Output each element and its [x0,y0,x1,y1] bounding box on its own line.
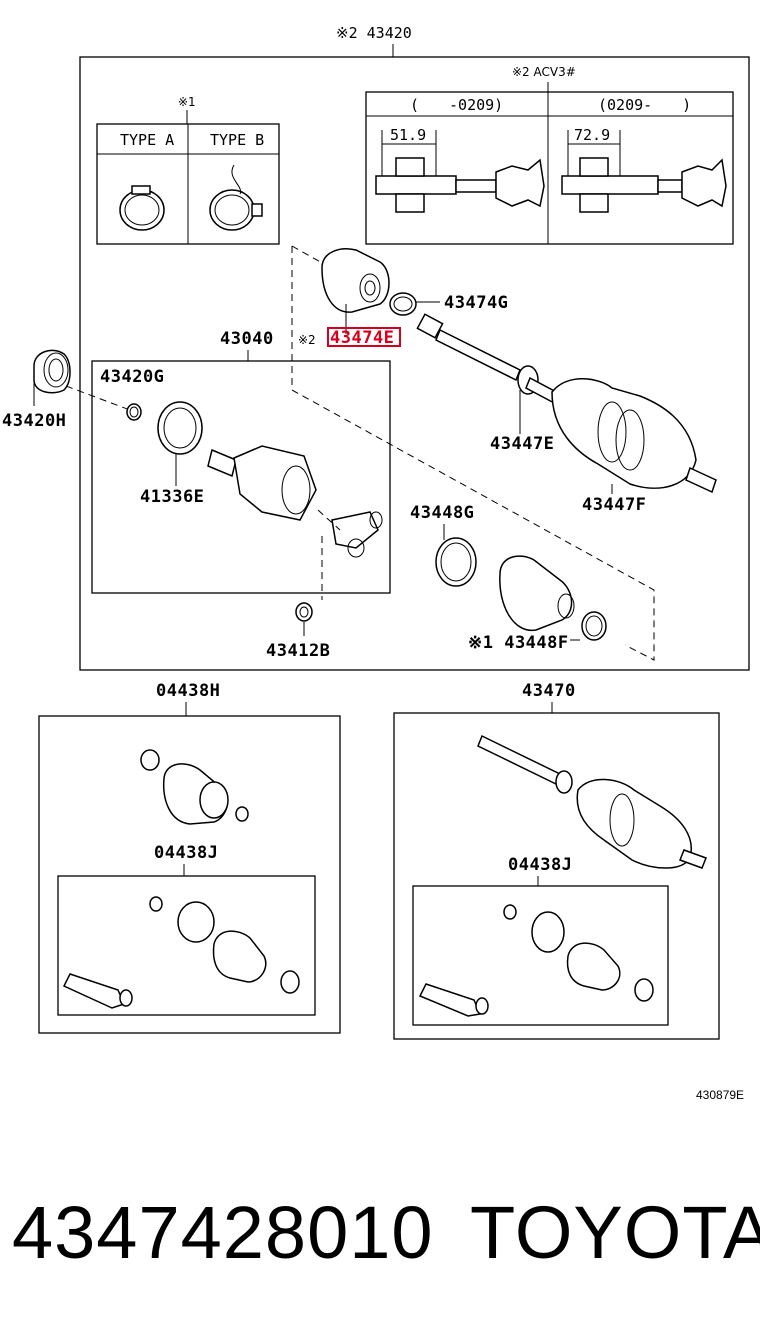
label-41336E: 41336E [140,487,204,507]
clamp-type-a: TYPE A [120,131,174,149]
kit-04438J-right-drawing [418,904,654,1017]
variant-note: ※2 ACV3# [512,65,576,79]
parts-diagram: ※2 43420 ※2 ACV3# ( -0209) (0209- ) 51.9… [2,24,750,1040]
variant-shaft-2 [561,130,727,213]
assembly-43470-box [393,712,720,1040]
label-43447F: 43447F [582,495,646,515]
variant-dim-1: 51.9 [390,126,426,144]
label-04438J-right: 04438J [508,855,572,875]
part-43448F-drawing [570,611,607,641]
label-43420G: 43420G [100,367,164,387]
assembly-43470-drawing [477,734,707,869]
clamp-type-b: TYPE B [210,131,264,149]
label-43420H: 43420H [2,411,66,431]
assembly-box [79,56,750,671]
label-43412B: 43412B [266,641,330,661]
variant-col-1: ( -0209) [410,96,503,114]
kit-04438H-drawing [140,749,249,825]
label-43448G: 43448G [410,503,474,523]
label-04438H: 04438H [156,681,220,701]
drive-shaft-drawing [416,313,717,494]
clamp-note: ※1 [178,95,196,109]
part-43420G-drawing [126,403,142,421]
label-04438J-left: 04438J [154,843,218,863]
variant-col-2: (0209- ) [598,96,691,114]
part-43474G-drawing [389,292,440,316]
inner-joint-drawing [207,445,383,558]
clamp-type-b-drawing [209,164,263,231]
assembly-label: ※2 43420 [336,24,412,42]
label-43470: 43470 [522,681,576,701]
kit-04438J-left-box [57,875,316,1016]
label-43474E-prefix: ※2 [298,333,316,347]
kit-04438J-left-drawing [62,896,300,1009]
diagram-ref-code: 430879E [696,1088,745,1102]
boot-drawing [499,555,575,632]
part-43412B-drawing [295,602,313,636]
variant-dim-2: 72.9 [574,126,610,144]
kit-04438H-box [38,715,341,1034]
kit-04438J-right-box [412,885,669,1026]
highlight-43474E [327,327,401,347]
part-41336E-drawing [157,401,203,486]
footer-brand: TOYOTA [470,1191,760,1274]
label-43474G: 43474G [444,293,508,313]
variant-shaft-1 [375,130,545,213]
label-43040: 43040 [220,329,274,349]
part-43448G-drawing [435,537,477,587]
footer-part-number: 4347428010 [12,1191,434,1274]
label-43447E: 43447E [490,434,554,454]
joint-box [91,360,391,594]
label-43448F: ※1 43448F [468,633,569,653]
label-43474E: 43474E [330,328,394,348]
part-43474E-drawing [321,248,390,334]
part-43420H-drawing [33,349,131,411]
variant-table [365,91,734,245]
kit-outline [291,246,655,661]
clamp-type-a-drawing [119,185,165,231]
